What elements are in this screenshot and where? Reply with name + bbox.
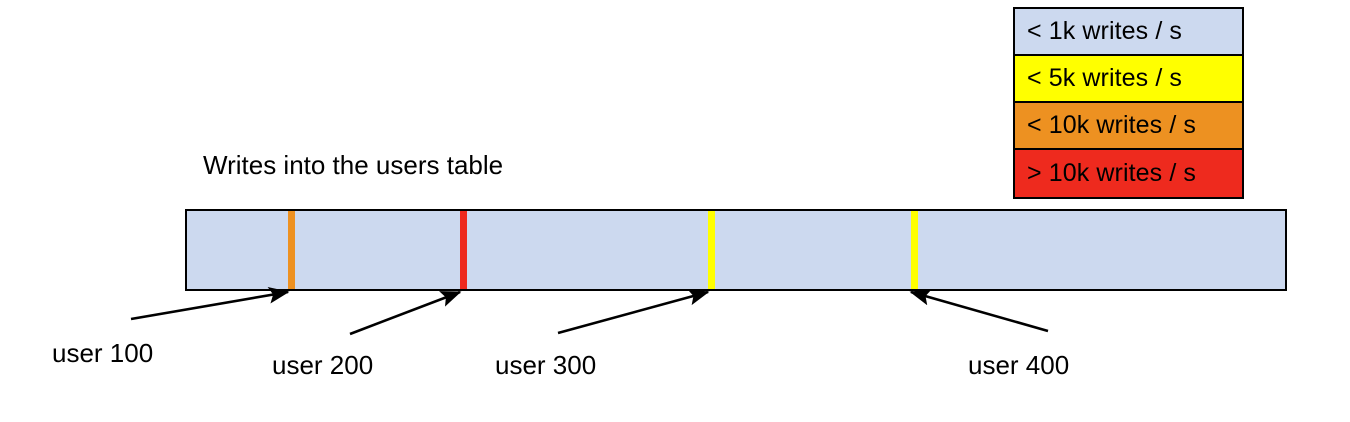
arrow-user-200: [349, 290, 462, 336]
legend-item-3: > 10k writes / s: [1015, 150, 1242, 197]
legend-item-0: < 1k writes / s: [1015, 9, 1242, 56]
arrow-user-400: [909, 289, 1049, 333]
legend: < 1k writes / s < 5k writes / s < 10k wr…: [1013, 7, 1244, 199]
chart-title: Writes into the users table: [203, 150, 504, 180]
bar-marker-user-400: [911, 211, 918, 289]
callout-label-user-100: user 100: [52, 338, 154, 368]
users-table-keyspace-bar: [185, 209, 1287, 291]
arrow-user-100: [130, 287, 290, 321]
bar-marker-user-100: [288, 211, 295, 289]
bar-marker-user-200: [460, 211, 467, 289]
legend-item-2: < 10k writes / s: [1015, 103, 1242, 150]
legend-item-1: < 5k writes / s: [1015, 56, 1242, 103]
legend-item-label: > 10k writes / s: [1027, 159, 1197, 187]
callout-label-user-200: user 200: [272, 350, 374, 380]
bar-marker-user-300: [708, 211, 715, 289]
legend-item-label: < 1k writes / s: [1027, 17, 1183, 45]
legend-item-label: < 5k writes / s: [1027, 64, 1183, 92]
arrow-user-300: [557, 289, 710, 335]
callout-label-user-400: user 400: [968, 350, 1070, 380]
callout-label-user-300: user 300: [495, 350, 597, 380]
legend-item-label: < 10k writes / s: [1027, 111, 1197, 139]
